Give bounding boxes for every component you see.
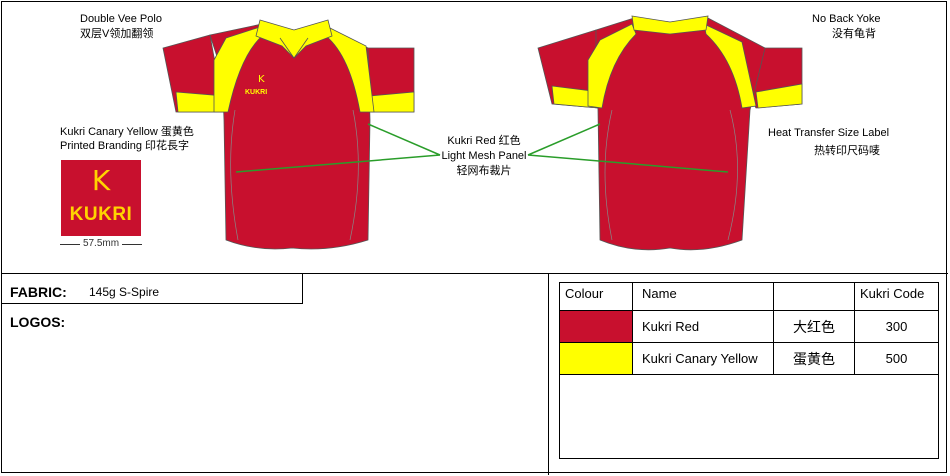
fabric-value: 145g S-Spire [89, 285, 160, 299]
svg-text:K: K [258, 74, 265, 85]
table-row: Kukri Canary Yellow 蛋黄色 500 [559, 342, 939, 375]
panel-line2: Light Mesh Panel [441, 150, 527, 162]
front-title-cn: 双层V领加翻领 [80, 28, 154, 40]
back-shirt [537, 15, 803, 251]
panel-line1: Kukri Red 红色 [447, 135, 521, 147]
leader-lines [235, 123, 729, 173]
header-kukri-code: Kukri Code [854, 282, 939, 311]
branding-line1: Kukri Canary Yellow 蛋黄色 [60, 126, 194, 138]
size-label-cn: 热转印尺码唛 [814, 145, 880, 157]
front-title: Double Vee Polo [80, 13, 162, 25]
fabric-label: FABRIC: [10, 284, 67, 300]
panel-line3: 轻网布裁片 [456, 165, 512, 177]
size-label-title: Heat Transfer Size Label [768, 127, 890, 139]
table-blank-row [559, 374, 939, 459]
section-divider [1, 273, 948, 274]
kukri-symbol-icon: K [91, 164, 111, 197]
fabric-box [2, 274, 303, 304]
colour-table: Colour Name Kukri Code Kukri Red 大红色 300… [559, 282, 939, 459]
garment-illustrations: K KUKRI [162, 15, 803, 251]
colour-swatch-red [559, 310, 633, 343]
kukri-wordmark: KUKRI [69, 204, 133, 225]
colour-name-cn: 蛋黄色 [773, 342, 855, 375]
logo-size-dimension: 57.5mm [60, 238, 142, 249]
column-divider [548, 273, 549, 475]
back-title: No Back Yoke [812, 13, 881, 25]
colour-name-cn: 大红色 [773, 310, 855, 343]
front-shirt: K KUKRI [162, 19, 415, 250]
header-colour: Colour [559, 282, 633, 311]
colour-table-header: Colour Name Kukri Code [559, 282, 939, 311]
header-blank [773, 282, 855, 311]
logos-label: LOGOS: [10, 314, 66, 330]
table-row: Kukri Red 大红色 300 [559, 310, 939, 343]
colour-name: Kukri Canary Yellow [632, 342, 774, 375]
chest-logo-text: KUKRI [245, 89, 267, 96]
branding-line2: Printed Branding 印花長字 [60, 140, 189, 152]
colour-code: 300 [854, 310, 939, 343]
colour-swatch-yellow [559, 342, 633, 375]
kukri-logo: K KUKRI [61, 160, 141, 236]
colour-name: Kukri Red [632, 310, 774, 343]
table-blank-cell [559, 374, 939, 459]
colour-code: 500 [854, 342, 939, 375]
back-title-cn: 没有龟背 [832, 28, 876, 40]
header-name: Name [632, 282, 774, 311]
